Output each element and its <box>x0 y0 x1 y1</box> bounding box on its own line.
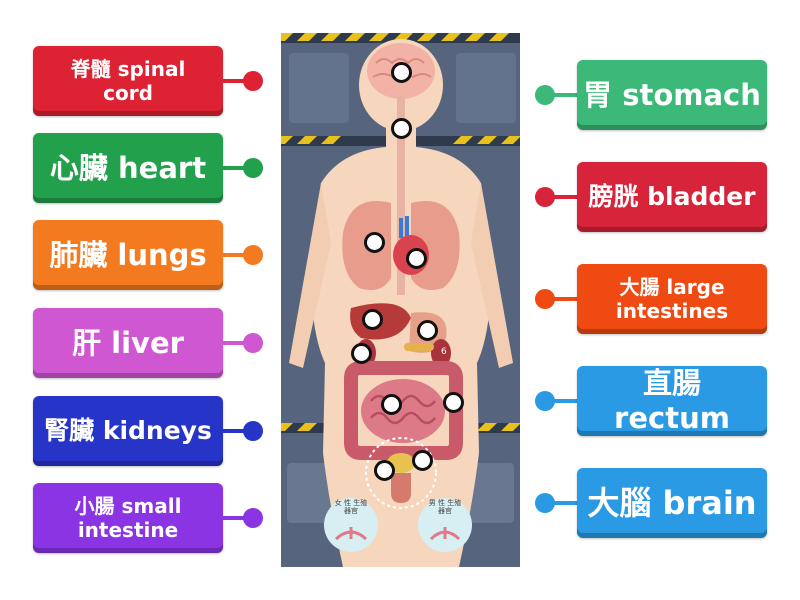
label-rectum[interactable]: 直腸 rectum <box>577 366 767 436</box>
label-small-intestine-text: 小腸 small intestine <box>74 494 182 542</box>
label-kidneys[interactable]: 腎臟 kidneys <box>33 396 223 466</box>
label-stomach[interactable]: 胃 stomach <box>577 60 767 130</box>
connector <box>223 253 253 257</box>
anatomy-figure: 女 性 生殖器官 男 性 生殖器官 6 <box>281 33 520 567</box>
drop-target-rectum[interactable] <box>374 460 395 481</box>
label-lungs-text: 肺臟 lungs <box>49 237 207 272</box>
label-bladder-text: 膀胱 bladder <box>588 182 756 211</box>
connector <box>545 93 578 97</box>
connector <box>545 297 578 301</box>
drag-handle[interactable] <box>243 421 263 441</box>
connector <box>223 429 253 433</box>
drag-handle[interactable] <box>243 158 263 178</box>
anatomy-illustration <box>281 33 520 567</box>
drop-target-small-intestine[interactable] <box>381 394 402 415</box>
label-stomach-text: 胃 stomach <box>583 77 761 112</box>
drop-target-kidneys[interactable] <box>351 343 372 364</box>
label-brain[interactable]: 大腦 brain <box>577 468 767 538</box>
connector <box>545 399 578 403</box>
drop-target-brain[interactable] <box>391 62 412 83</box>
label-large-intestines-text: 大腸 large intestines <box>615 275 729 323</box>
drag-handle[interactable] <box>243 245 263 265</box>
label-large-intestines[interactable]: 大腸 large intestines <box>577 264 767 334</box>
drop-target-stomach[interactable] <box>417 320 438 341</box>
drop-target-bladder[interactable] <box>412 450 433 471</box>
male-badge-label: 男 性 生殖器官 <box>428 499 462 516</box>
label-liver[interactable]: 肝 liver <box>33 308 223 378</box>
connector <box>223 516 253 520</box>
connector <box>223 166 253 170</box>
label-lungs[interactable]: 肺臟 lungs <box>33 220 223 290</box>
female-badge-label: 女 性 生殖器官 <box>334 499 368 516</box>
label-liver-text: 肝 liver <box>72 325 184 360</box>
drop-target-lungs[interactable] <box>364 232 385 253</box>
label-spinal-cord-text: 脊髓 spinal cord <box>70 57 186 105</box>
drop-target-large-intestines[interactable] <box>443 392 464 413</box>
label-heart[interactable]: 心臟 heart <box>33 133 223 203</box>
label-rectum-text: 直腸 rectum <box>614 366 730 435</box>
drag-handle[interactable] <box>243 508 263 528</box>
label-spinal-cord[interactable]: 脊髓 spinal cord <box>33 46 223 116</box>
corner-number: 6 <box>441 347 447 357</box>
drop-target-heart[interactable] <box>406 248 427 269</box>
label-brain-text: 大腦 brain <box>587 483 757 522</box>
label-heart-text: 心臟 heart <box>49 150 207 185</box>
drag-handle[interactable] <box>243 71 263 91</box>
drop-target-liver[interactable] <box>362 309 383 330</box>
connector <box>545 501 578 505</box>
label-bladder[interactable]: 膀胱 bladder <box>577 162 767 232</box>
label-kidneys-text: 腎臟 kidneys <box>44 416 212 445</box>
drag-handle[interactable] <box>243 333 263 353</box>
connector <box>223 79 253 83</box>
drop-target-spinal-cord[interactable] <box>391 118 412 139</box>
connector <box>545 195 578 199</box>
label-small-intestine[interactable]: 小腸 small intestine <box>33 483 223 553</box>
connector <box>223 341 253 345</box>
